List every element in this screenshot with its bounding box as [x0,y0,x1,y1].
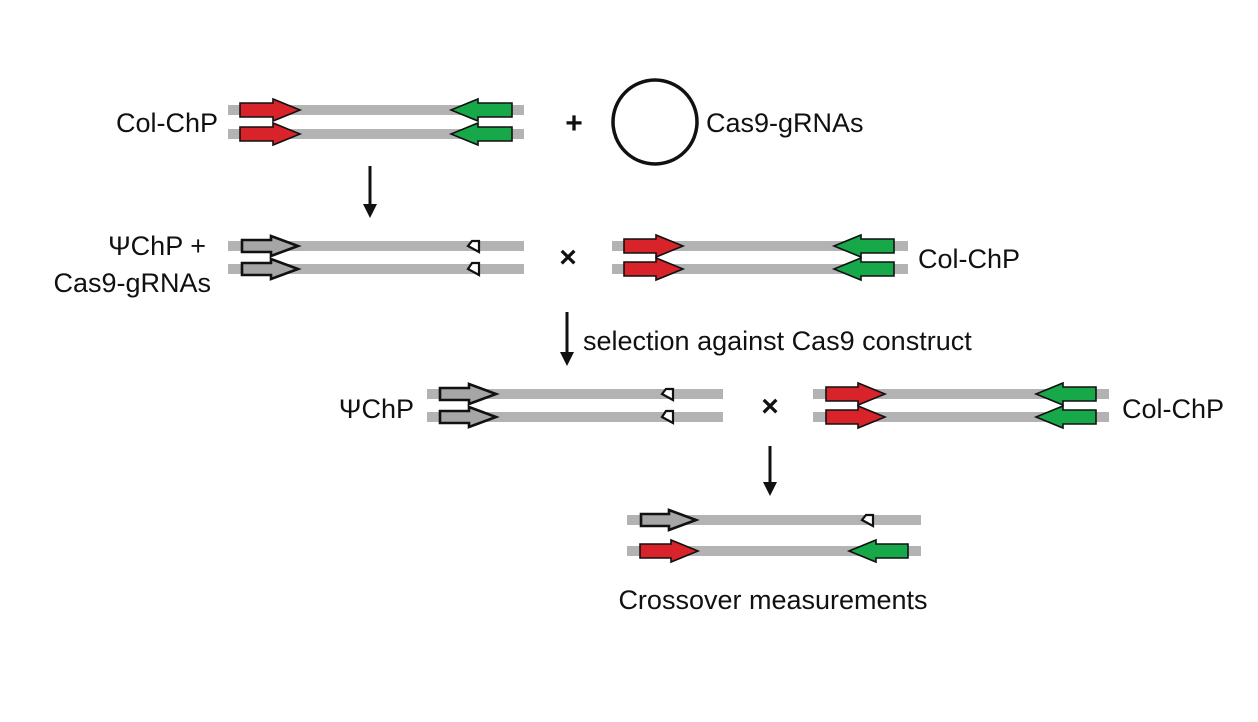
red-arrow-marker [825,381,888,407]
truncated-arrow-marker [466,261,481,277]
col-chp-label-mid: Col-ChP [918,244,1020,274]
chromosome-bar [427,412,723,422]
chromosome-bar [228,105,524,115]
down-arrow-icon [363,166,377,218]
red-arrow-marker [239,121,303,147]
grey-arrow-marker [438,405,500,429]
green-arrow-marker [1033,381,1097,407]
down-arrow-icon [560,312,574,366]
plasmid-circle-icon [611,78,699,166]
recombinant-pair [627,508,921,564]
chromosome-bar [813,412,1109,422]
col-chp-label: Col-ChP [116,108,218,138]
chromosome-bar [427,389,723,399]
psi-chp-plus-label: ΨChP + [108,231,206,261]
cross-sign-2: × [761,390,779,423]
truncated-arrow-marker [860,513,875,528]
truncated-arrow-marker [660,387,675,402]
red-arrow-marker [239,97,303,123]
red-arrow-marker [825,404,888,430]
col-chp-pair-bottom [813,381,1109,430]
chromosome-bar [813,389,1109,399]
plus-sign: + [565,107,583,140]
grey-arrow-marker [240,257,302,281]
cas9-grnas-label: Cas9-gRNAs [706,108,864,138]
grey-arrow-marker [639,508,700,532]
psi-chp-pair-mid [228,234,524,281]
crossover-measurements-label: Crossover measurements [618,585,927,615]
chromosome-bar [627,515,921,525]
cross-sign: × [559,241,577,274]
grey-arrow-marker [438,382,500,406]
col-chp-pair-top [228,97,524,147]
col-chp-label-bottom: Col-ChP [1122,394,1224,424]
truncated-arrow-marker [660,409,675,425]
green-arrow-marker [448,97,513,123]
red-arrow-marker [623,256,686,282]
green-arrow-marker [846,538,909,564]
chromosome-bar [612,241,908,251]
green-arrow-marker [831,233,895,259]
green-arrow-marker [448,121,513,147]
chromosome-bar [228,264,524,274]
truncated-arrow-marker [466,239,481,254]
psi-chp-pair-bottom [427,382,723,429]
green-arrow-marker [831,256,895,282]
chromosome-bar [228,241,524,251]
chromosome-bar [612,264,908,274]
selection-label: selection against Cas9 construct [583,326,972,356]
psi-chp-label: ΨChP [339,394,414,424]
chromosome-bar [627,546,921,556]
down-arrow-icon [763,446,777,496]
cas9-grnas-label-2: Cas9-gRNAs [53,268,211,298]
col-chp-pair-mid [612,233,908,282]
chromosome-bar [228,129,524,139]
green-arrow-marker [1033,404,1097,430]
red-arrow-marker [623,233,686,259]
red-arrow-marker [639,538,701,564]
grey-arrow-marker [240,234,302,258]
